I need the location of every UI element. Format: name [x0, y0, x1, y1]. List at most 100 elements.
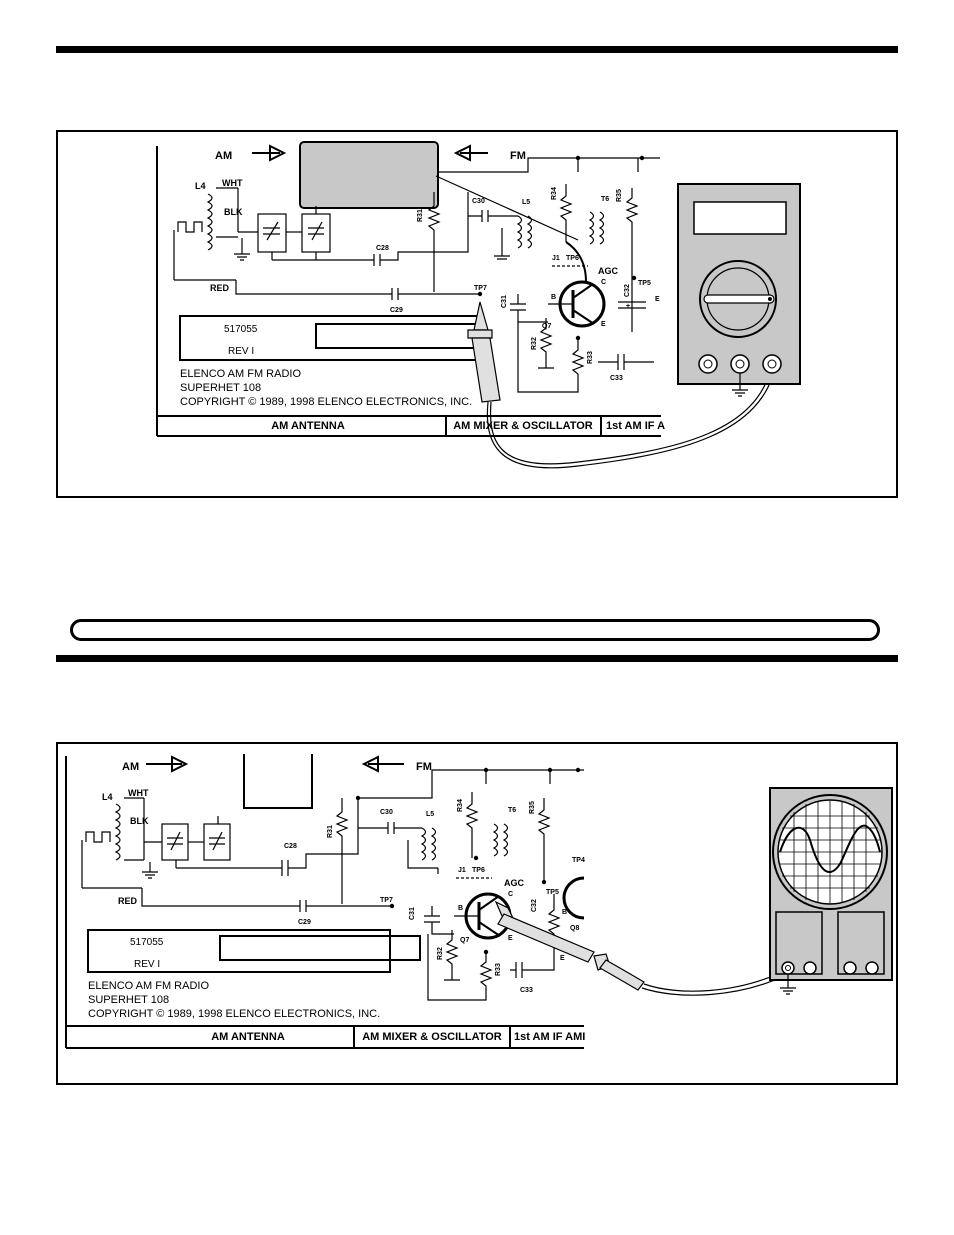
- probe-lead-2: [565, 241, 587, 283]
- probe-1: [467, 301, 777, 469]
- jack-1: [698, 354, 718, 374]
- pcb-text-line-2: SUPERHET 108: [88, 994, 169, 1006]
- label-r35: R35: [616, 189, 623, 202]
- capacitor-c31: [510, 294, 548, 323]
- label-q7: Q7: [542, 323, 551, 330]
- trimmer-capacitors: [238, 206, 358, 261]
- label-r31: R31: [327, 825, 334, 838]
- pcb-text-line-3: COPYRIGHT © 1989, 1998 ELENCO ELECTRONIC…: [180, 396, 472, 408]
- arrow-left-icon: [361, 755, 404, 773]
- label-r32: R32: [437, 947, 444, 960]
- capacitor-c28: [264, 798, 359, 876]
- capacitor-c28: [358, 192, 469, 266]
- arrow-fm-label: FM: [416, 761, 432, 773]
- jack-com: [730, 354, 750, 374]
- multimeter-selector-knob: [703, 294, 775, 304]
- label-r34: R34: [551, 187, 558, 200]
- multimeter: [677, 183, 801, 397]
- label-tp4: TP4: [572, 857, 585, 864]
- resistor-r31: [427, 192, 441, 292]
- transformer-t6: [588, 211, 605, 245]
- pcb-connector: [219, 935, 421, 961]
- label-c29: C29: [390, 307, 403, 314]
- figure-2-oscilloscope-test: AM ANTENNA AM MIXER & OSCILLATOR 1st AM …: [56, 742, 898, 1085]
- label-r33: R33: [587, 351, 594, 364]
- scope-jack-4: [865, 961, 879, 975]
- resistor-r35: [625, 188, 639, 262]
- ground-icon-l5: [494, 228, 510, 260]
- label-c33: C33: [610, 375, 623, 382]
- capacitor-c31: [424, 906, 454, 935]
- label-tp7: TP7: [380, 897, 393, 904]
- capacitor-c30: [468, 210, 518, 222]
- capacitor-c33: [598, 354, 654, 370]
- section-am-mixer: AM MIXER & OSCILLATOR: [453, 420, 593, 432]
- section-1st-am-if: 1st AM IF AMI: [514, 1031, 585, 1043]
- arrow-right-icon: [252, 144, 287, 162]
- oscilloscope-grid: [778, 800, 882, 904]
- arrow-right-icon: [146, 755, 189, 773]
- label-c29: C29: [298, 919, 311, 926]
- resistor-r33: [427, 934, 493, 1001]
- arrow-am-label: AM: [215, 150, 232, 162]
- ground-icon: [142, 862, 158, 879]
- resistor-r32: [538, 318, 554, 369]
- label-j1: J1: [552, 255, 560, 262]
- pcb-part-number: 517055: [130, 937, 164, 948]
- pcb-text-line-1: ELENCO AM FM RADIO: [180, 368, 301, 380]
- transistor-q7: [548, 280, 606, 328]
- label-c28: C28: [284, 843, 297, 850]
- ground-icon-scope: [780, 974, 796, 995]
- label-plus: +: [626, 303, 630, 310]
- sine-waveform: [779, 824, 881, 873]
- figure-1-multimeter-test: AM ANTENNA AM MIXER & OSCILLATOR 1st AM …: [56, 130, 898, 498]
- transistor-q8-partial: [562, 876, 585, 920]
- label-c32: C32: [531, 899, 538, 912]
- coil-l5: [516, 215, 533, 249]
- label-c: C: [601, 279, 606, 286]
- label-tp5: TP5: [546, 889, 559, 896]
- label-r32: R32: [531, 337, 538, 350]
- label-c28: C28: [376, 245, 389, 252]
- pcb-label-plate: [179, 315, 481, 361]
- label-c33: C33: [520, 987, 533, 994]
- pcb-label-plate: [87, 929, 391, 973]
- label-j1: J1: [458, 867, 466, 874]
- pcb-revision: REV I: [228, 346, 254, 357]
- resistor-r32: [444, 930, 460, 981]
- scope-jack-2: [803, 961, 817, 975]
- ground-icon: [234, 238, 250, 261]
- supply-rail: [438, 157, 660, 173]
- middle-rule: [56, 655, 898, 662]
- scope-input-jack: [781, 961, 795, 975]
- label-q7: Q7: [460, 937, 469, 944]
- l5-trace: [407, 840, 439, 874]
- pcb-connector: [315, 323, 481, 349]
- resistor-r35: [537, 798, 551, 880]
- pcb-outline: [156, 146, 661, 437]
- supply-rail: [358, 769, 584, 799]
- pcb-text-line-3: COPYRIGHT © 1989, 1998 ELENCO ELECTRONIC…: [88, 1008, 380, 1020]
- capacitor-c30: [358, 822, 422, 834]
- label-tp5: TP5: [638, 280, 651, 287]
- label-q8: Q8: [570, 925, 579, 932]
- pcb-part-number: 517055: [224, 324, 258, 335]
- capacitor-c33: [510, 944, 555, 978]
- label-c31: C31: [501, 295, 508, 308]
- resistor-r31: [335, 798, 349, 904]
- label-b: B: [458, 905, 463, 912]
- tuning-capacitor-block: [299, 141, 439, 209]
- transformer-t6: [492, 823, 509, 857]
- label-tp7: TP7: [474, 285, 487, 292]
- capacitor-c32: [618, 262, 646, 332]
- label-red: RED: [118, 896, 138, 906]
- pcb-revision: REV I: [134, 959, 160, 970]
- section-banner: [70, 619, 880, 641]
- antenna-coil-l4: [81, 797, 145, 889]
- section-1st-am-if: 1st AM IF A: [606, 420, 665, 432]
- label-c31: C31: [409, 907, 416, 920]
- label-agc: AGC: [598, 266, 619, 276]
- label-c30: C30: [472, 198, 485, 205]
- label-c: C: [508, 891, 513, 898]
- label-b: B: [551, 294, 556, 301]
